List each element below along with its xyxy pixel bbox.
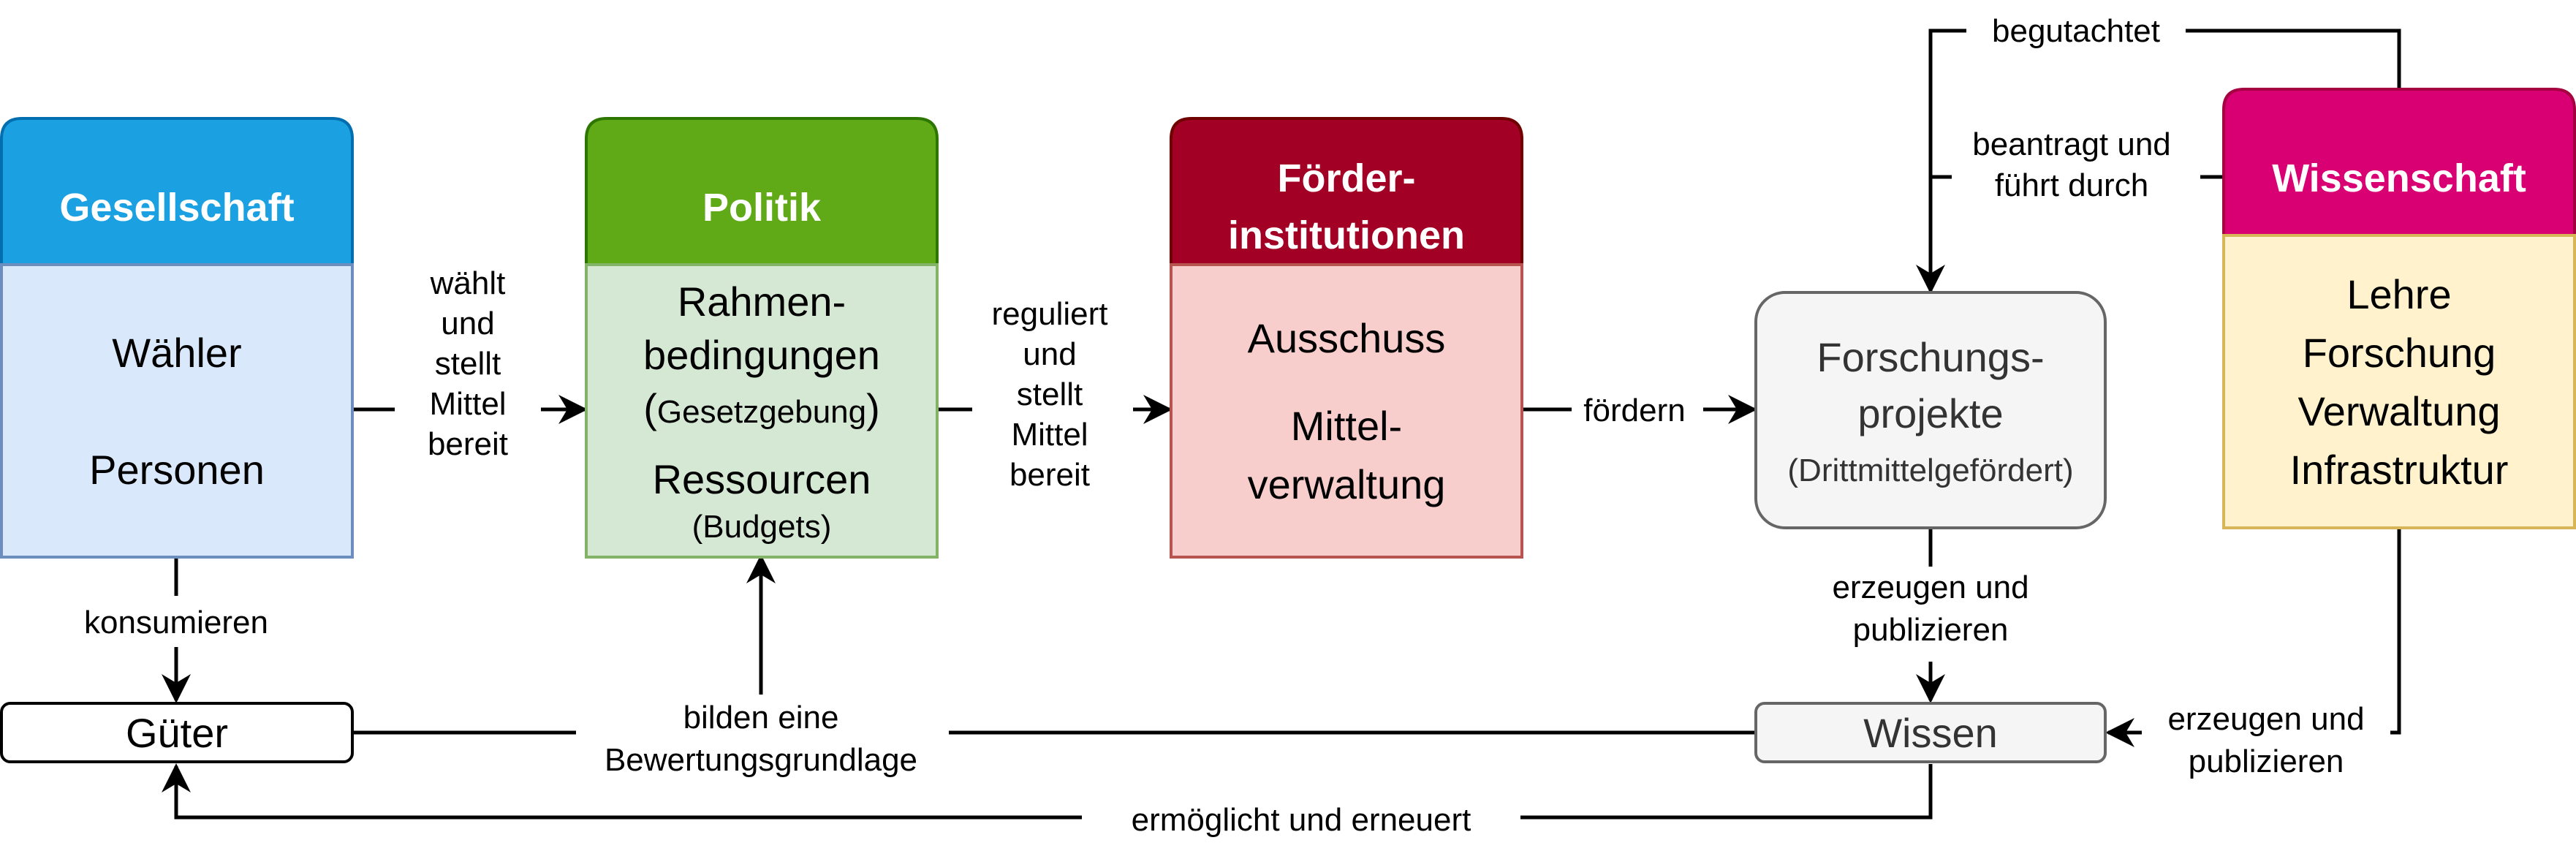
- label-erzeugen1-2: publizieren: [1853, 612, 2009, 648]
- politik-line-bedingungen: bedingungen: [643, 332, 880, 378]
- label-erzeugen2-1: erzeugen und: [2167, 701, 2364, 737]
- label-beantragt-2: führt durch: [1995, 167, 2148, 203]
- label-waehlt-2: und: [441, 306, 494, 341]
- edge-wissen-gueter-bottom: [162, 763, 1933, 820]
- node-wissen: Wissen: [1754, 702, 2107, 763]
- label-reguliert-1: reguliert: [992, 296, 1108, 332]
- label-reguliert-5: bereit: [1009, 457, 1090, 493]
- foerder-line-mittel: Mittel-: [1291, 403, 1402, 449]
- gueter-box: [0, 702, 354, 763]
- wissen-box: [1754, 702, 2107, 763]
- label-waehlt-3: stellt: [435, 346, 501, 382]
- wissenschaft-line-lehre: Lehre: [2346, 271, 2451, 317]
- label-erzeugen2-2: publizieren: [2189, 744, 2344, 779]
- label-reguliert-2: und: [1023, 336, 1076, 372]
- label-reguliert-3: stellt: [1017, 377, 1083, 412]
- gesellschaft-title: Gesellschaft: [59, 186, 294, 230]
- politik-body: [585, 263, 939, 559]
- node-gesellschaft: Gesellschaft Wähler Personen: [0, 117, 354, 559]
- foerder-header: [1170, 117, 1523, 266]
- politik-title: Politik: [702, 186, 822, 230]
- label-begutachtet: begutachtet: [1992, 13, 2160, 49]
- node-wissenschaft: Wissenschaft Lehre Forschung Verwaltung …: [2222, 88, 2576, 529]
- foerder-line-ausschuss: Ausschuss: [1248, 315, 1446, 361]
- politik-line-gesetzgebung: (Gesetzgebung): [643, 385, 880, 431]
- label-ermoeglicht: ermöglicht und erneuert: [1132, 802, 1471, 838]
- politik-header: [585, 117, 939, 266]
- wissenschaft-header: [2222, 88, 2576, 237]
- label-bilden-2: Bewertungsgrundlage: [605, 742, 917, 778]
- wissenschaft-body: [2222, 234, 2576, 529]
- label-bilden-1: bilden eine: [683, 700, 839, 735]
- foerder-title-line1: Förder-: [1278, 156, 1416, 200]
- wissenschaft-line-verwaltung: Verwaltung: [2297, 388, 2500, 434]
- gesellschaft-line-waehler: Wähler: [112, 330, 241, 376]
- forschung-line3: (Drittmittelgefördert): [1787, 453, 2073, 488]
- wissen-label: Wissen: [1863, 710, 1998, 756]
- label-erzeugen1-1: erzeugen und: [1832, 570, 2028, 605]
- label-beantragt-1: beantragt und: [1972, 126, 2171, 162]
- forschung-line2: projekte: [1857, 390, 2003, 436]
- gesellschaft-header: [0, 117, 354, 266]
- label-backgrounds: [51, 7, 2390, 842]
- politik-line-ressourcen: Ressourcen: [653, 456, 871, 502]
- gesellschaft-body: [0, 263, 354, 559]
- label-waehlt-5: bereit: [428, 426, 508, 462]
- gesellschaft-line-personen: Personen: [89, 447, 265, 493]
- politik-line-rahmen: Rahmen-: [678, 279, 846, 325]
- wissenschaft-title: Wissenschaft: [2272, 156, 2526, 200]
- edge-labels: wählt und stellt Mittel bereit reguliert…: [84, 13, 2365, 838]
- node-politik: Politik Rahmen- bedingungen (Gesetzgebun…: [585, 117, 939, 559]
- politik-line-budgets: (Budgets): [692, 509, 832, 545]
- node-foerder: Förder- institutionen Ausschuss Mittel- …: [1170, 117, 1523, 559]
- foerder-body: [1170, 263, 1523, 559]
- label-reguliert-4: Mittel: [1011, 417, 1088, 453]
- gueter-label: Güter: [126, 710, 228, 756]
- foerder-line-verwaltung: verwaltung: [1248, 461, 1446, 507]
- label-waehlt-4: Mittel: [429, 386, 506, 422]
- forschung-line1: Forschungs-: [1817, 334, 2044, 380]
- node-gueter: Güter: [0, 702, 354, 763]
- forschung-box: [1754, 291, 2107, 529]
- foerder-title-line2: institutionen: [1228, 213, 1465, 257]
- label-foerdern: fördern: [1583, 393, 1685, 428]
- wissenschaft-line-forschung: Forschung: [2303, 330, 2496, 376]
- label-waehlt-1: wählt: [430, 265, 506, 301]
- node-forschungsprojekte: Forschungs- projekte (Drittmittelgeförde…: [1754, 291, 2107, 529]
- label-konsumieren: konsumieren: [84, 605, 268, 640]
- wissenschaft-line-infrastruktur: Infrastruktur: [2290, 447, 2509, 493]
